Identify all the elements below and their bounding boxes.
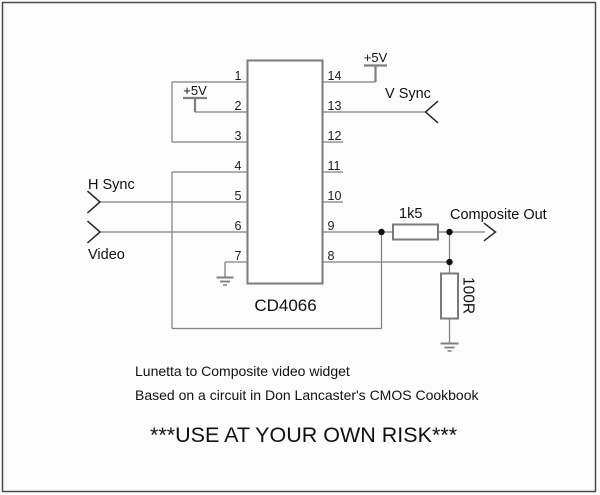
pin-number-9: 9 — [328, 219, 335, 233]
pin-number-12: 12 — [328, 129, 342, 143]
resistor-1k5-body — [392, 223, 439, 241]
note-line-1: Lunetta to Composite video widget — [135, 363, 350, 379]
resistor-100r-label: 100R — [460, 277, 477, 314]
pin-number-8: 8 — [328, 249, 335, 263]
pin-number-7: 7 — [235, 249, 242, 263]
pin-number-2: 2 — [235, 99, 242, 113]
hsync-connector-icon — [86, 190, 102, 214]
composite-out-label: Composite Out — [450, 207, 547, 223]
note-line-2: Based on a circuit in Don Lancaster's CM… — [135, 387, 480, 403]
junction-dot — [378, 228, 385, 236]
vcc-label-pin2: +5V — [183, 83, 207, 98]
pin-number-13: 13 — [328, 99, 342, 113]
vcc-label-pin14: +5V — [364, 50, 388, 65]
resistor-1k5-label: 1k5 — [399, 206, 422, 222]
vcc-symbol-pin14: +5V — [364, 50, 388, 82]
video-label: Video — [88, 247, 125, 263]
pin-number-3: 3 — [235, 129, 242, 143]
vsync-label: V Sync — [385, 86, 431, 102]
ic-body — [246, 59, 324, 285]
video-connector-icon — [86, 220, 102, 244]
pin-number-14: 14 — [328, 69, 342, 83]
pin-number-10: 10 — [328, 189, 342, 203]
resistor-100r-body — [440, 272, 459, 320]
composite-out-arrow-icon — [483, 222, 497, 242]
junction-dot — [446, 258, 453, 266]
hsync-label: H Sync — [88, 177, 135, 193]
pin-number-5: 5 — [235, 189, 242, 203]
ic-label: CD4066 — [254, 296, 316, 315]
vsync-connector-icon — [424, 100, 439, 124]
vcc-symbol-pin2: +5V — [183, 83, 207, 112]
pin-number-1: 1 — [235, 69, 242, 83]
junction-dot — [446, 228, 453, 236]
pin-number-11: 11 — [328, 159, 341, 173]
ground-symbol-output — [440, 342, 459, 352]
ground-symbol-pin7 — [216, 262, 234, 286]
pin-number-6: 6 — [235, 219, 242, 233]
warning-text: ***USE AT YOUR OWN RISK*** — [150, 423, 458, 447]
pin-number-4: 4 — [235, 159, 242, 173]
